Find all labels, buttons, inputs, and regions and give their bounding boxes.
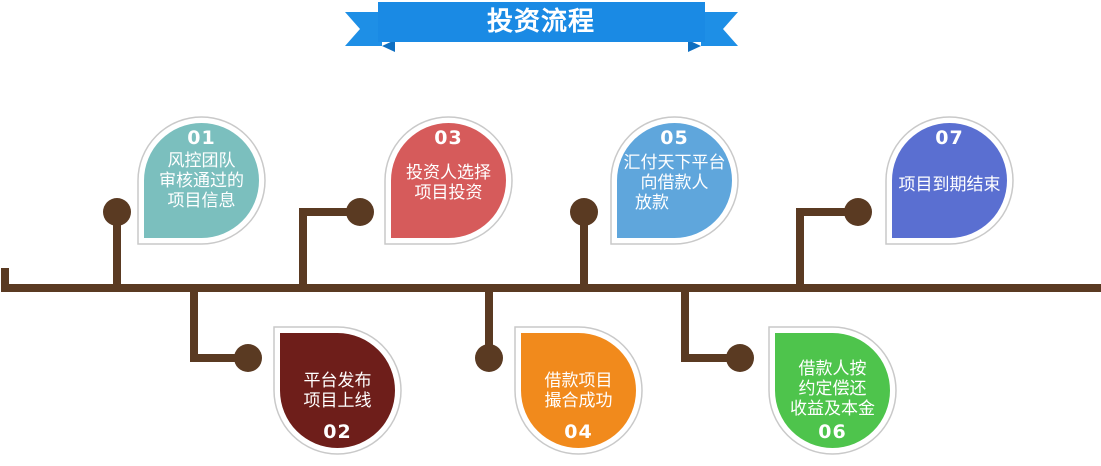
- step-text-line: 投资人选择: [406, 163, 491, 183]
- page-title: 投资流程: [486, 7, 595, 37]
- step-text-line: 审核通过的: [159, 171, 244, 191]
- step-text-line: 收益及本金: [790, 399, 875, 419]
- step-text-line: 平台发布: [303, 371, 372, 391]
- step-07: 07 项目到期结束: [882, 113, 1017, 248]
- step-text-line: 汇付天下平台: [623, 153, 726, 173]
- step-text-line: 风控团队: [167, 151, 236, 171]
- step-06: 借款人按 约定偿还 收益及本金 06: [765, 323, 900, 458]
- step-text-line: 约定偿还: [798, 379, 867, 399]
- step-number: 04: [564, 421, 593, 443]
- step-number: 05: [660, 127, 689, 149]
- step-text-line: 借款项目: [544, 371, 613, 391]
- step-text-line: 项目到期结束: [898, 175, 1001, 195]
- connector-dot: [475, 344, 503, 372]
- step-02: 平台发布 项目上线 02: [270, 323, 405, 458]
- connector-dot: [103, 198, 131, 226]
- connector-dot: [844, 198, 872, 226]
- step-text-line: 借款人按: [798, 359, 867, 379]
- connector-dot: [570, 198, 598, 226]
- step-text-line: 放款: [635, 193, 669, 213]
- step-05: 05 汇付天下平台 向借款人 放款: [607, 113, 742, 248]
- step-01: 01 风控团队 审核通过的 项目信息: [134, 113, 269, 248]
- step-text-line: 项目信息: [167, 191, 236, 211]
- step-text-line: 撮合成功: [544, 391, 613, 411]
- connector-dot: [346, 198, 374, 226]
- step-text-line: 项目上线: [303, 391, 372, 411]
- step-number: 03: [434, 127, 463, 149]
- step-text-line: 项目投资: [414, 183, 483, 203]
- step-number: 02: [323, 421, 352, 443]
- step-number: 07: [935, 127, 964, 149]
- title-banner: [345, 2, 738, 52]
- step-text-line: 向借款人: [640, 173, 709, 193]
- step-03: 03 投资人选择 项目投资: [381, 113, 516, 248]
- step-04: 借款项目 撮合成功 04: [511, 323, 646, 458]
- connector-dot: [726, 344, 754, 372]
- step-number: 01: [187, 127, 216, 149]
- connector-dot: [234, 344, 262, 372]
- step-number: 06: [818, 421, 847, 443]
